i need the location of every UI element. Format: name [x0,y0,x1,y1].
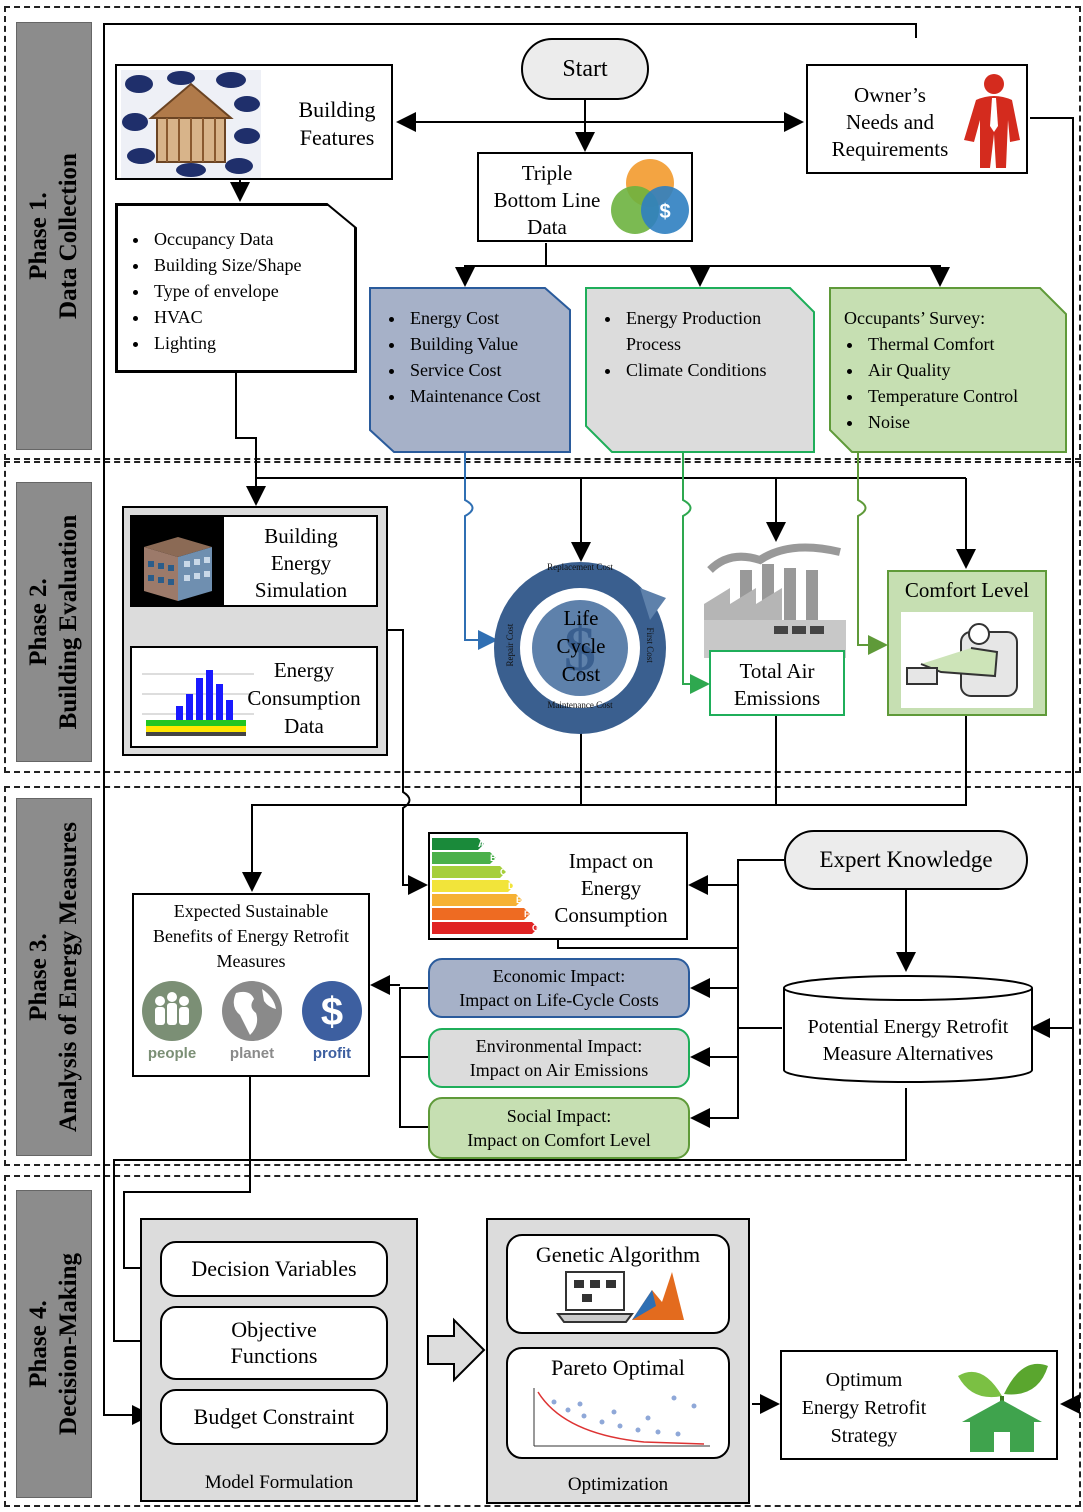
lcc-ring-top: Replacement Cost [547,562,613,572]
svg-text:G: G [532,923,539,933]
businessman-icon [964,74,1020,168]
survey-card: Occupants’ Survey: Thermal Comfort Air Q… [836,305,1066,435]
list-item: Noise [864,409,1066,435]
svg-text:E: E [516,895,522,905]
bar-chart-icon [142,670,254,736]
phase3-band [4,786,1081,1166]
phase4-label: Phase 4.Decision-Making [16,1190,92,1498]
phase1-band [4,6,1081,460]
start-node: Start [521,38,649,100]
lcc-ring-right: First Cost [645,627,656,663]
pareto-plot-icon [533,1388,710,1447]
svg-text:$: $ [659,201,670,223]
house-frame-icon [121,70,261,178]
factory-icon [704,543,846,658]
laptop-matlab-icon [556,1271,684,1323]
list-item: Thermal Comfort [864,331,1066,357]
svg-text:A: A [478,839,485,849]
list-item: Energy Cost [406,305,570,331]
green-house-icon [958,1363,1048,1452]
phase4-band [4,1175,1081,1507]
database-cylinder [783,975,1033,1083]
decision-variables-box: Decision Variables [160,1241,388,1297]
comfort-label: Comfort Level [904,578,1030,602]
venn-icon: $ [611,159,689,234]
economic-card: Energy Cost Building Value Service Cost … [370,305,570,409]
list-item: Energy Production Process [622,305,810,357]
economic-impact-box: Economic Impact:Impact on Life-Cycle Cos… [428,958,690,1018]
optimization-caption: Optimization [567,1474,669,1495]
environmental-card: Energy Production Process Climate Condit… [586,305,810,383]
svg-text:$: $ [564,613,596,684]
planet-icon [222,981,282,1041]
lcc-ring-bottom: Maintenance Cost [547,700,613,710]
phase2-band [4,461,1081,773]
list-item: Air Quality [864,357,1066,383]
list-item: Maintenance Cost [406,383,570,409]
pareto-optimal-box: Pareto Optimal [506,1347,730,1459]
lcc-ring-left: Repair Cost [504,623,515,667]
model-formulation-caption: Model Formulation [204,1472,354,1493]
building-3d-icon [132,517,224,605]
people-caption: people [147,1045,197,1062]
list-item: Climate Conditions [622,357,810,383]
list-item: Service Cost [406,357,570,383]
lcc-cycle-icon: $ [494,562,666,734]
svg-text:C: C [500,867,507,877]
svg-text:D: D [508,881,515,891]
svg-text:$: $ [321,990,343,1034]
phase2-label: Phase 2.Building Evaluation [16,482,92,762]
list-item: Temperature Control [864,383,1066,409]
profit-caption: profit [312,1045,352,1062]
list-item: Building Value [406,331,570,357]
people-icon [142,981,202,1041]
phase1-label: Phase 1.Data Collection [16,22,92,450]
social-impact-box: Social Impact:Impact on Comfort Level [428,1097,690,1159]
profit-icon: $ [302,981,362,1041]
energy-rating-icon: A B C D E F G [432,838,539,934]
comfort-box: Comfort Level [887,570,1047,716]
planet-caption: planet [229,1045,275,1062]
budget-constraint-box: Budget Constraint [160,1389,388,1445]
phase3-label: Phase 3.Analysis of Energy Measures [16,798,92,1156]
environmental-impact-box: Environmental Impact:Impact on Air Emiss… [428,1028,690,1088]
survey-title: Occupants’ Survey: [844,308,986,328]
svg-text:B: B [490,853,497,863]
svg-text:F: F [524,909,530,919]
expert-knowledge-node: Expert Knowledge [784,830,1028,890]
relaxing-man-icon [901,612,1033,708]
